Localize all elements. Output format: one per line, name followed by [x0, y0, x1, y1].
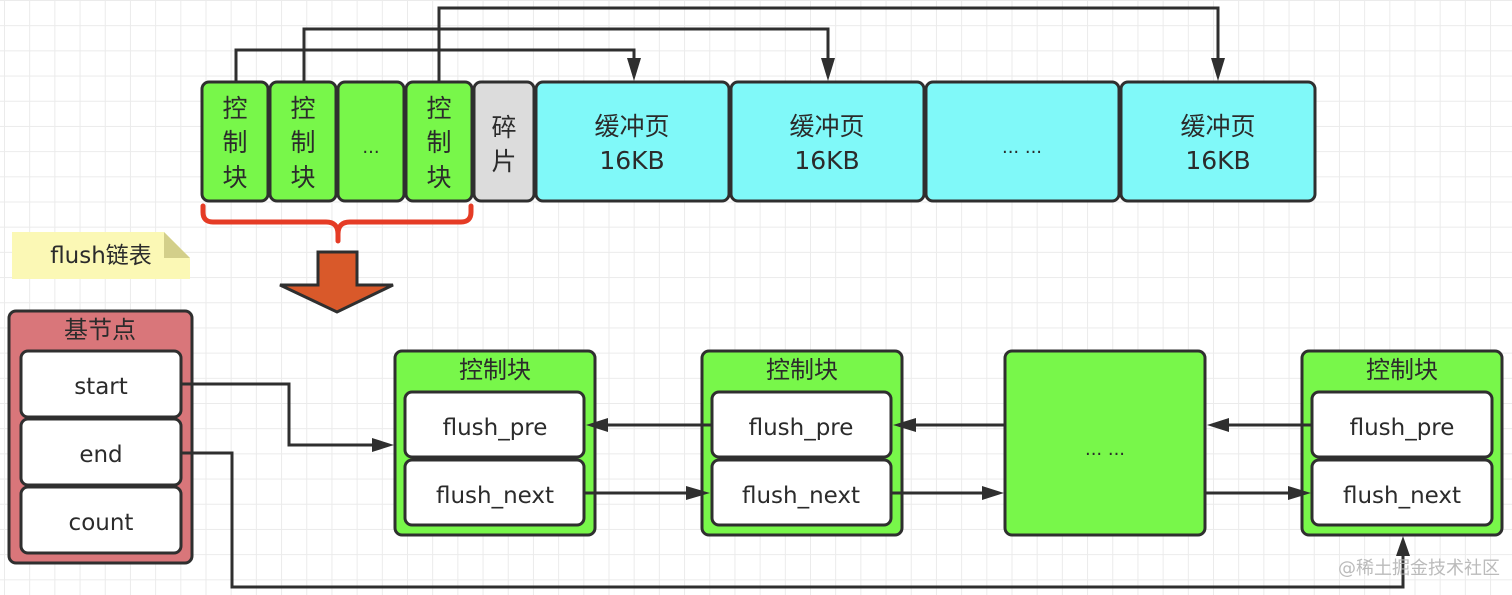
flush-list-note: flush链表 [12, 232, 190, 279]
control-block-char: 块 [426, 163, 451, 192]
control-block-cell[interactable]: 控 制 块 [404, 80, 474, 203]
note-label: flush链表 [50, 243, 152, 269]
arrowhead [1288, 486, 1311, 500]
control-block-ellipsis-cell[interactable]: ... [336, 80, 406, 203]
field-label: flush_pre [749, 415, 854, 441]
fragment-char: 片 [491, 147, 516, 176]
control-block-char: 制 [222, 128, 247, 157]
field-label: count [69, 510, 134, 536]
base-node-title: 基节点 [64, 316, 136, 344]
watermark: @稀土掘金技术社区 [1338, 558, 1500, 579]
ellipsis-label: ... ... [1002, 137, 1042, 158]
arrowhead [982, 486, 1004, 500]
arrowhead-page1 [627, 58, 641, 81]
base-node-field-count[interactable]: count [19, 485, 183, 555]
buffer-page-title: 缓冲页 [789, 112, 864, 141]
buffer-page-cell[interactable]: 缓冲页 16KB [534, 80, 731, 203]
node-title: 控制块 [459, 356, 531, 384]
base-node-field-start[interactable]: start [19, 349, 183, 419]
flush-list-ellipsis-node[interactable]: ... ... [1003, 349, 1207, 537]
arrowhead [1207, 418, 1229, 432]
node-title: 控制块 [766, 356, 838, 384]
field-flush-next[interactable]: flush_next [403, 458, 586, 527]
curly-brace [200, 203, 474, 244]
field-label: flush_next [1343, 483, 1461, 509]
memory-row: 控 制 块 控 制 块 ... 控 制 块 碎 片 缓冲页 [200, 80, 1317, 203]
connector-block1-to-page1 [234, 48, 636, 82]
field-flush-next[interactable]: flush_next [1310, 458, 1494, 527]
flush-list-node[interactable]: 控制块 flush_pre flush_next [1300, 349, 1504, 537]
arrowhead-page2 [821, 58, 835, 81]
arrowhead [1396, 536, 1410, 556]
flush-list-node[interactable]: 控制块 flush_pre flush_next [393, 349, 597, 537]
buffer-page-size: 16KB [794, 146, 859, 175]
base-node-field-end[interactable]: end [19, 417, 183, 487]
arrowhead [686, 486, 710, 500]
ellipsis-label: ... ... [1085, 439, 1125, 460]
end-pointer-arrow [182, 451, 1405, 589]
field-flush-pre[interactable]: flush_pre [710, 390, 893, 459]
flush-list-node[interactable]: 控制块 flush_pre flush_next [700, 349, 904, 537]
buffer-page-ellipsis-cell[interactable]: ... ... [924, 80, 1121, 203]
ellipsis-label: ... [362, 137, 379, 158]
field-label: start [74, 374, 128, 400]
control-block-char: 制 [290, 128, 315, 157]
fragment-cell[interactable]: 碎 片 [472, 80, 536, 203]
arrowhead [893, 418, 916, 432]
buffer-page-title: 缓冲页 [594, 112, 669, 141]
pointer-connectors [234, 6, 1225, 82]
control-block-cell[interactable]: 控 制 块 [268, 80, 338, 203]
start-pointer-arrow [182, 382, 382, 447]
field-flush-pre[interactable]: flush_pre [403, 390, 586, 459]
link-arrows [182, 382, 1410, 589]
big-down-arrow [279, 250, 394, 314]
connector-block2-to-page2 [302, 27, 830, 82]
field-label: flush_pre [443, 415, 548, 441]
field-label: end [79, 442, 122, 468]
buffer-page-cell[interactable]: 缓冲页 16KB [729, 80, 926, 203]
buffer-page-size: 16KB [1185, 146, 1250, 175]
buffer-page-title: 缓冲页 [1180, 112, 1255, 141]
buffer-page-cell[interactable]: 缓冲页 16KB [1119, 80, 1317, 203]
field-flush-next[interactable]: flush_next [710, 458, 893, 527]
arrowhead [586, 418, 608, 432]
control-block-char: 控 [290, 94, 315, 123]
field-label: flush_next [742, 483, 860, 509]
node-title: 控制块 [1366, 356, 1438, 384]
control-block-char: 块 [290, 163, 315, 192]
field-label: flush_next [436, 483, 554, 509]
field-flush-pre[interactable]: flush_pre [1310, 390, 1494, 459]
base-node[interactable]: 基节点 start end count [7, 309, 194, 565]
control-block-char: 控 [222, 94, 247, 123]
fragment-char: 碎 [491, 113, 516, 142]
control-block-char: 制 [426, 128, 451, 157]
control-block-char: 块 [222, 163, 247, 192]
control-block-cell[interactable]: 控 制 块 [200, 80, 270, 203]
connector-block4-to-page4 [437, 6, 1220, 82]
field-label: flush_pre [1350, 415, 1455, 441]
buffer-page-size: 16KB [599, 146, 664, 175]
control-block-char: 控 [426, 94, 451, 123]
arrowhead-page4 [1211, 58, 1225, 81]
arrowhead [372, 438, 394, 452]
